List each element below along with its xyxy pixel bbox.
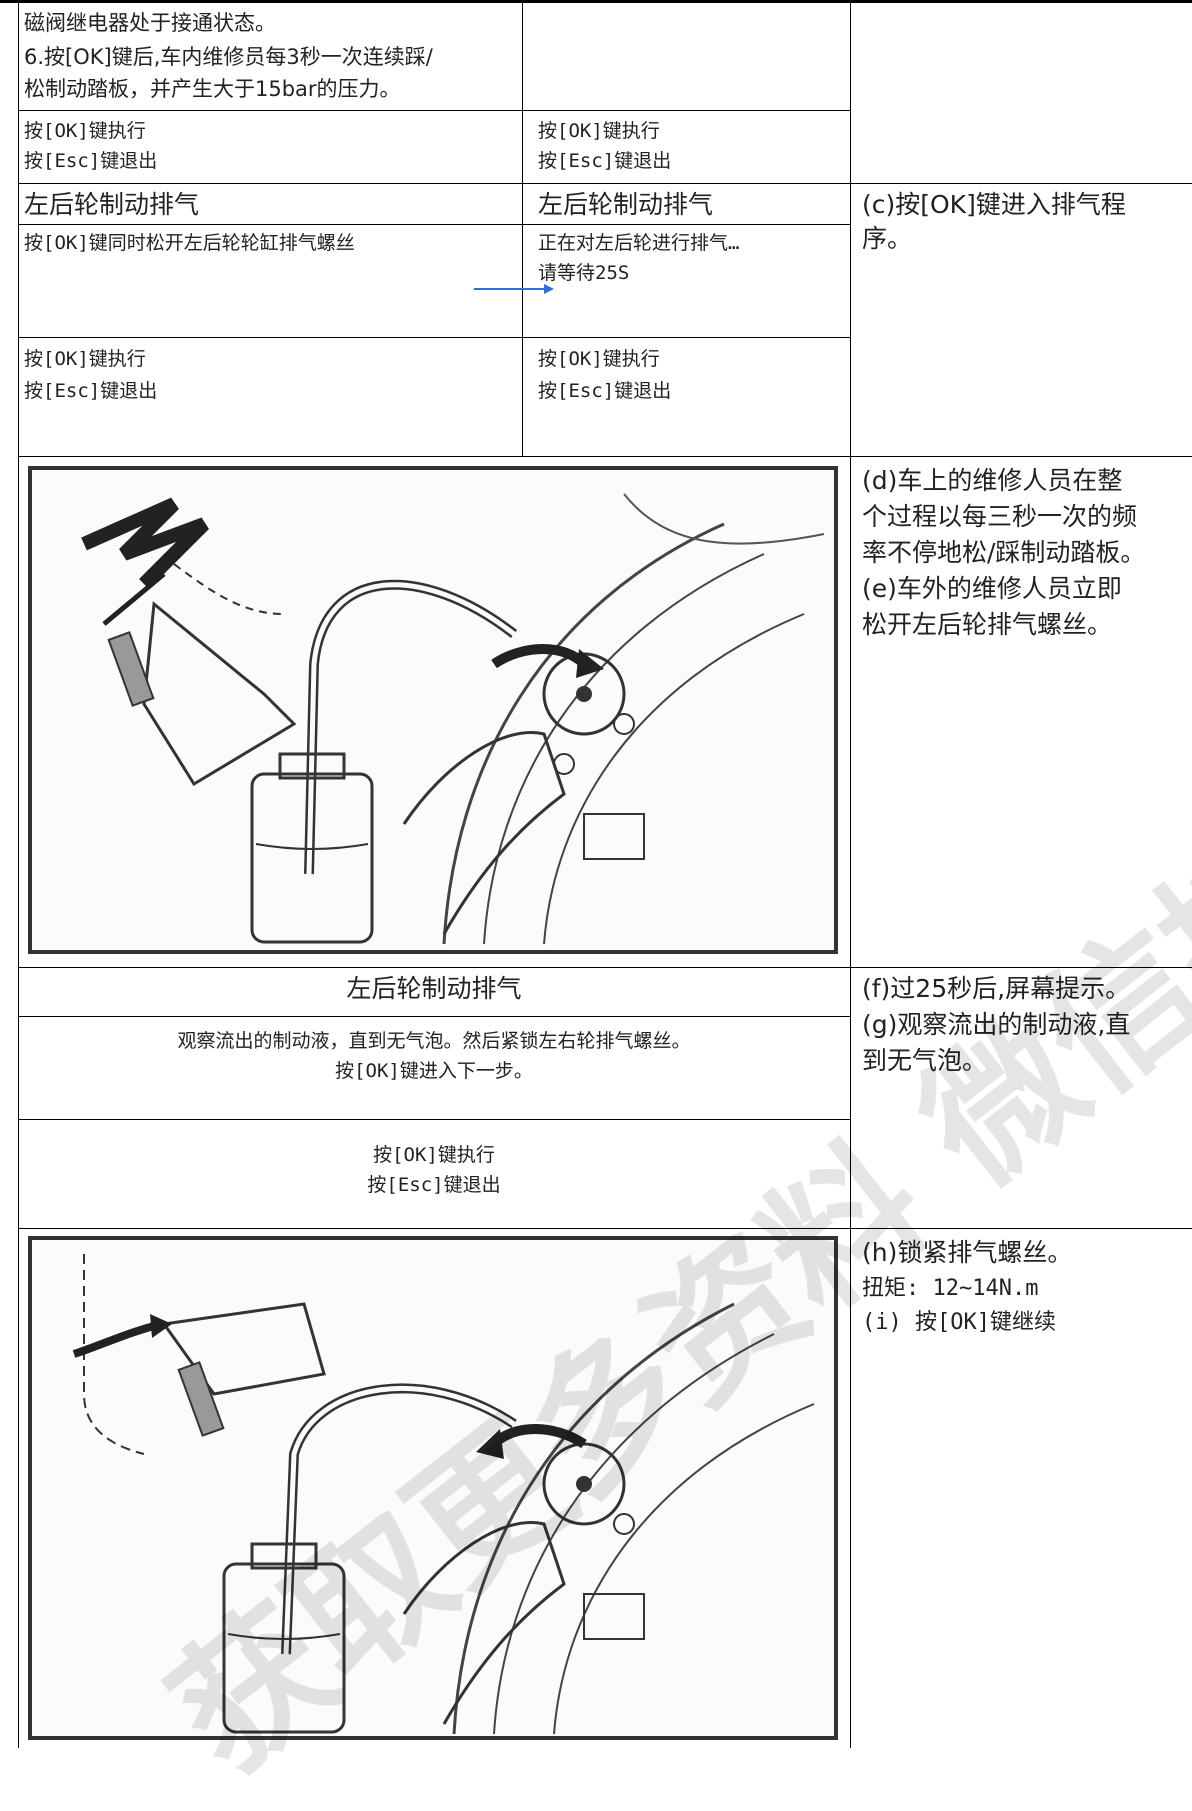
screen-message-right-2: 请等待25S <box>538 262 630 284</box>
ok-execute-label: 按[OK]键执行 <box>538 120 660 142</box>
col-divider-inner <box>522 0 523 456</box>
brake-bleeding-illustration-1 <box>28 466 838 954</box>
step-note-d-2: 个过程以每三秒一次的频 <box>862 502 1138 531</box>
ok-execute-label: 按[OK]键执行 <box>538 348 660 370</box>
row-line <box>18 183 1192 184</box>
step-note-f: (f)过25秒后,屏幕提示。 <box>862 974 1131 1003</box>
torque-spec: 扭矩: 12~14N.m <box>862 1276 1039 1301</box>
row-line <box>18 337 850 338</box>
step-note-g-2: 到无气泡。 <box>862 1046 988 1075</box>
step-note-d-3: 率不停地松/踩制动踏板。 <box>862 538 1146 567</box>
ok-execute-label: 按[OK]键执行 <box>373 1144 495 1166</box>
step-note-c-2: 序。 <box>862 224 913 253</box>
top-border <box>0 0 1192 3</box>
step-note-d-1: (d)车上的维修人员在整 <box>862 466 1123 495</box>
col-divider-main <box>850 0 851 1748</box>
screen-message-center-2: 按[OK]键进入下一步。 <box>335 1060 533 1082</box>
row-line <box>18 1228 1192 1229</box>
step-note-e-2: 松开左后轮排气螺丝。 <box>862 610 1113 639</box>
step-note-i: (i) 按[OK]键继续 <box>862 1310 1056 1335</box>
row-line <box>18 1119 850 1120</box>
screen-title-center: 左后轮制动排气 <box>346 974 522 1003</box>
row-line <box>18 110 850 111</box>
screen-message-right-1: 正在对左后轮进行排气… <box>538 232 740 254</box>
step-note-h: (h)锁紧排气螺丝。 <box>862 1238 1073 1267</box>
instruction-line-3: 松制动踏板，并产生大于15bar的压力。 <box>24 77 401 101</box>
esc-exit-label: 按[Esc]键退出 <box>24 380 158 402</box>
esc-exit-label: 按[Esc]键退出 <box>367 1174 501 1196</box>
brake-bleeding-illustration-2 <box>28 1236 838 1740</box>
esc-exit-label: 按[Esc]键退出 <box>538 380 672 402</box>
step-note-g-1: (g)观察流出的制动液,直 <box>862 1010 1131 1039</box>
row-line <box>18 224 850 225</box>
row-line <box>18 456 1192 457</box>
ok-execute-label: 按[OK]键执行 <box>24 348 146 370</box>
step-note-e-1: (e)车外的维修人员立即 <box>862 574 1122 603</box>
col-divider-left <box>18 0 19 1748</box>
instruction-line-2: 6.按[OK]键后,车内维修员每3秒一次连续踩/ <box>24 45 433 69</box>
row-line <box>18 1016 850 1017</box>
esc-exit-label: 按[Esc]键退出 <box>538 150 672 172</box>
esc-exit-label: 按[Esc]键退出 <box>24 150 158 172</box>
screen-title-left: 左后轮制动排气 <box>24 190 200 219</box>
instruction-line-1: 磁阀继电器处于接通状态。 <box>24 11 276 35</box>
ok-execute-label: 按[OK]键执行 <box>24 120 146 142</box>
screen-title-right: 左后轮制动排气 <box>538 190 714 219</box>
step-note-c-1: (c)按[OK]键进入排气程 <box>862 190 1126 219</box>
flow-arrow-icon <box>474 284 554 294</box>
row-line <box>18 967 1192 968</box>
screen-message-center-1: 观察流出的制动液，直到无气泡。然后紧锁左右轮排气螺丝。 <box>177 1030 691 1052</box>
screen-message-left: 按[OK]键同时松开左后轮轮缸排气螺丝 <box>24 232 355 254</box>
